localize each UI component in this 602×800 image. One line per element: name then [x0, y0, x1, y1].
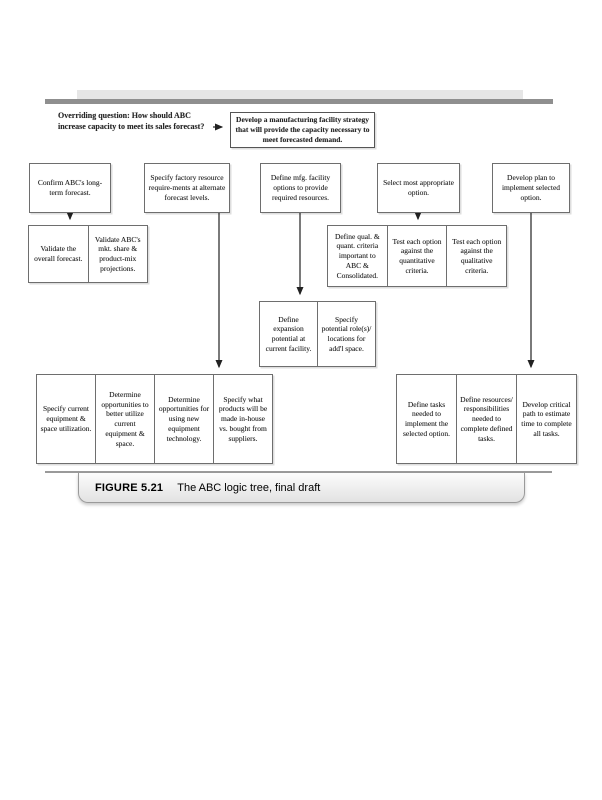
node-define-tasks: Define tasks needed to implement the sel… — [402, 399, 451, 438]
figure-label: FIGURE 5.21 — [95, 481, 164, 494]
node-define-criteria: Define qual. & quant. criteria important… — [334, 231, 380, 280]
node-make-vs-buy: Specify what products will be made in-ho… — [213, 375, 272, 463]
figure-caption-bar: FIGURE 5.21 The ABC logic tree, final dr… — [78, 473, 525, 503]
node-test-quantitative: Test each option against the quantitativ… — [386, 226, 447, 286]
group-expansion: Define expansion potential at current fa… — [259, 301, 376, 367]
group-implementation: Define tasks needed to implement the sel… — [396, 374, 577, 464]
group-validate-forecast: Validate the overall forecast. Validate … — [28, 225, 148, 283]
node-validate-market-share: Validate ABC's mkt. share & product-mix … — [87, 226, 148, 282]
node-define-resources: Define resources/ responsibilities neede… — [456, 375, 516, 463]
node-validate-overall-forecast: Validate the overall forecast. — [34, 244, 83, 263]
page-top-band — [77, 90, 523, 99]
node-confirm-forecast: Confirm ABC's long-term forecast. — [29, 163, 111, 213]
node-new-technology: Determine opportunities for using new eq… — [154, 375, 213, 463]
overriding-question-text: Overriding question: How should ABC incr… — [58, 111, 205, 132]
node-develop-plan: Develop plan to implement selected optio… — [492, 163, 570, 213]
node-current-utilization: Specify current equipment & space utiliz… — [40, 404, 92, 433]
group-equipment-space: Specify current equipment & space utiliz… — [36, 374, 273, 464]
figure-caption-rule — [45, 471, 552, 473]
figure-caption-text: The ABC logic tree, final draft — [177, 481, 321, 494]
node-test-qualitative: Test each option against the qualitative… — [446, 226, 506, 286]
node-factory-resources: Specify factory resource require-ments a… — [144, 163, 230, 213]
node-better-utilize: Determine opportunities to better utiliz… — [95, 375, 154, 463]
node-select-option: Select most appropriate option. — [377, 163, 460, 213]
node-expansion-potential: Define expansion potential at current fa… — [265, 314, 312, 353]
node-potential-roles: Specify potential role(s)/ locations for… — [317, 302, 375, 366]
node-goal-statement: Develop a manufacturing facility strateg… — [230, 112, 375, 148]
node-critical-path: Develop critical path to estimate time t… — [516, 375, 576, 463]
page-top-rule — [45, 99, 553, 104]
group-option-criteria: Define qual. & quant. criteria important… — [327, 225, 507, 287]
node-facility-options: Define mfg. facility options to provide … — [260, 163, 341, 213]
